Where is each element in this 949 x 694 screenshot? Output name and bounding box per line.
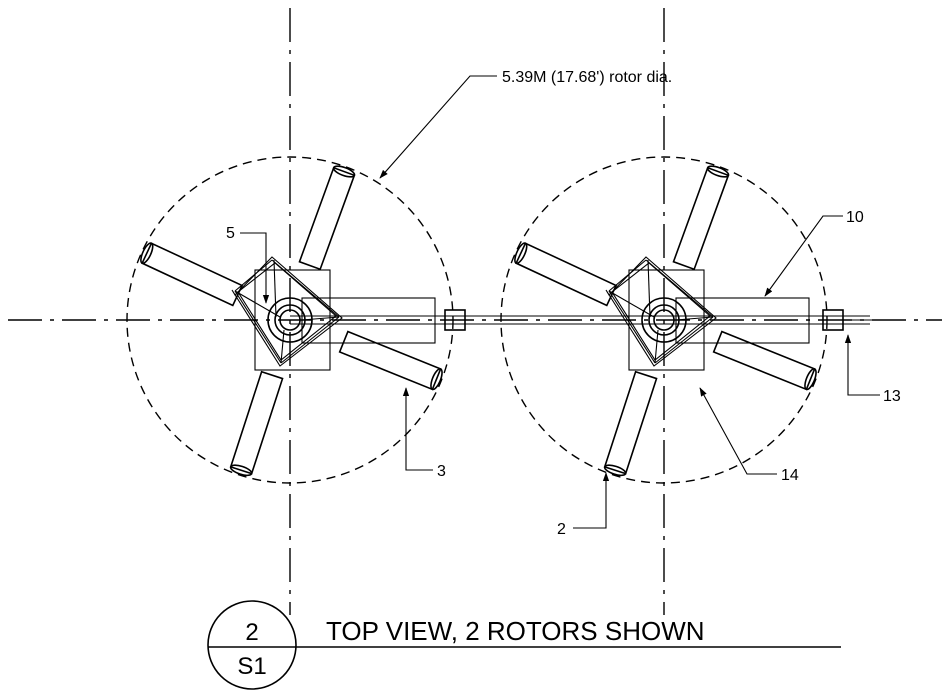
callout-5: 5	[226, 225, 235, 242]
callout-13: 13	[883, 388, 901, 405]
callout-2: 2	[557, 521, 566, 538]
leader-13	[844, 334, 880, 396]
leader-rotor-dia	[379, 75, 497, 179]
leader-3	[402, 387, 433, 471]
leader-14	[699, 387, 777, 475]
detail-bubble	[207, 600, 297, 690]
leader-5	[240, 232, 270, 304]
coupling-left	[444, 309, 466, 331]
view-title: TOP VIEW, 2 ROTORS SHOWN	[326, 616, 705, 646]
callout-14: 14	[781, 467, 799, 484]
leader-10	[764, 215, 843, 297]
callout-3: 3	[437, 463, 446, 480]
leader-2	[573, 472, 610, 529]
callout-10: 10	[846, 209, 864, 226]
sheet-number: S1	[237, 653, 266, 680]
detail-number: 2	[245, 619, 258, 646]
rotor-dia-note: 5.39M (17.68') rotor dia.	[502, 69, 672, 86]
